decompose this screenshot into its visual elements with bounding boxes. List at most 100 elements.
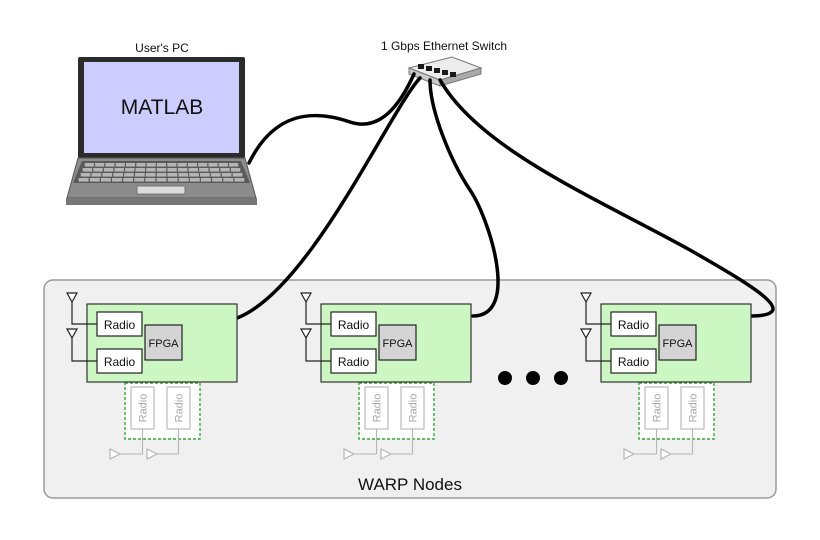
antenna-wire	[71, 344, 97, 362]
antenna-icon	[146, 448, 159, 460]
keyboard-key	[84, 163, 94, 167]
keyboard-key	[201, 178, 211, 182]
ellipsis-dot	[498, 371, 512, 385]
ethernet-switch-icon	[407, 56, 483, 87]
keyboard-key	[113, 173, 123, 177]
antenna-icon	[343, 448, 356, 460]
keyboard-key	[232, 173, 243, 177]
keyboard-key	[188, 168, 198, 172]
laptop-base	[66, 198, 257, 205]
keyboard-key	[95, 163, 105, 167]
keyboard-key	[134, 178, 145, 182]
keyboard-key	[177, 163, 187, 167]
antenna-wire	[71, 308, 97, 325]
keyboard-key	[136, 163, 146, 167]
laptop-screen	[84, 62, 239, 153]
fpga-label: FPGA	[149, 338, 180, 350]
keyboard-key	[123, 178, 134, 182]
keyboard-key	[234, 178, 245, 182]
keyboard-key	[167, 173, 178, 177]
optional-radio-label: Radio	[652, 394, 664, 423]
radio-label: Radio	[618, 318, 650, 332]
keyboard-key	[167, 163, 177, 167]
antenna-wire	[585, 344, 611, 362]
keyboard-key	[210, 173, 221, 177]
optional-radio-label: Radio	[372, 394, 384, 423]
switch-port	[442, 70, 448, 75]
warp-nodes-caption: WARP Nodes	[358, 475, 462, 494]
keyboard-key	[187, 163, 197, 167]
optional-radio-label: Radio	[408, 394, 420, 423]
antenna-wire	[305, 308, 331, 325]
keyboard-key	[189, 178, 200, 182]
antenna-head	[65, 328, 79, 340]
keyboard-key	[146, 168, 156, 172]
laptop-trackpad	[136, 185, 186, 195]
keyboard-key	[208, 163, 218, 167]
antenna-wire	[585, 308, 611, 325]
antenna-head	[579, 328, 593, 340]
antenna-icon	[623, 448, 636, 460]
fpga-label: FPGA	[383, 338, 414, 350]
keyboard-key	[100, 178, 111, 182]
cable-node-1	[235, 76, 422, 320]
antenna-wire	[305, 344, 331, 362]
keyboard-key	[93, 168, 103, 172]
radio-module	[96, 348, 143, 374]
antenna-head	[579, 292, 593, 304]
radio-label: Radio	[618, 355, 650, 369]
antenna-head	[623, 448, 636, 460]
optional-radio-label: Radio	[174, 394, 186, 423]
antenna-head	[299, 292, 313, 304]
keyboard-key	[229, 163, 239, 167]
radio-label: Radio	[338, 318, 370, 332]
keyboard-key	[178, 178, 189, 182]
switch-port	[426, 66, 432, 71]
keyboard-key	[135, 173, 145, 177]
keyboard-key	[145, 173, 156, 177]
switch-port	[434, 68, 440, 73]
radio-label: Radio	[104, 355, 136, 369]
radio-label: Radio	[104, 318, 136, 332]
radio-module	[330, 311, 377, 337]
switch-side	[439, 67, 482, 87]
keyboard-key	[78, 178, 89, 182]
keyboard-key	[223, 178, 234, 182]
antenna-head	[660, 448, 673, 460]
fpga-chip	[658, 324, 697, 361]
keyboard-key	[102, 173, 113, 177]
keyboard-key	[115, 163, 125, 167]
radio-module	[96, 311, 143, 337]
radio-module	[610, 311, 657, 337]
keyboard-key	[156, 178, 167, 182]
keyboard-key	[156, 168, 167, 172]
antenna-head	[109, 448, 122, 460]
keyboard-key	[167, 168, 177, 172]
keyboard-key	[209, 168, 220, 172]
keyboard-key	[89, 178, 100, 182]
antenna-icon	[109, 448, 122, 460]
antenna-head	[343, 448, 356, 460]
keyboard-key	[156, 163, 166, 167]
antenna-icon	[299, 328, 313, 344]
ethernet-cables	[235, 72, 775, 320]
cable-node-3	[438, 78, 775, 318]
keyboard-key	[198, 163, 208, 167]
keyboard-key	[145, 178, 156, 182]
cable-pc	[247, 72, 416, 165]
antenna-head	[299, 328, 313, 340]
antenna-icon	[660, 448, 673, 460]
radio-module	[610, 348, 657, 374]
keyboard-key	[82, 168, 93, 172]
antenna-head	[146, 448, 159, 460]
keyboard-key	[91, 173, 102, 177]
keyboard-key	[135, 168, 145, 172]
keyboard-key	[146, 163, 156, 167]
antenna-icon	[579, 292, 593, 308]
